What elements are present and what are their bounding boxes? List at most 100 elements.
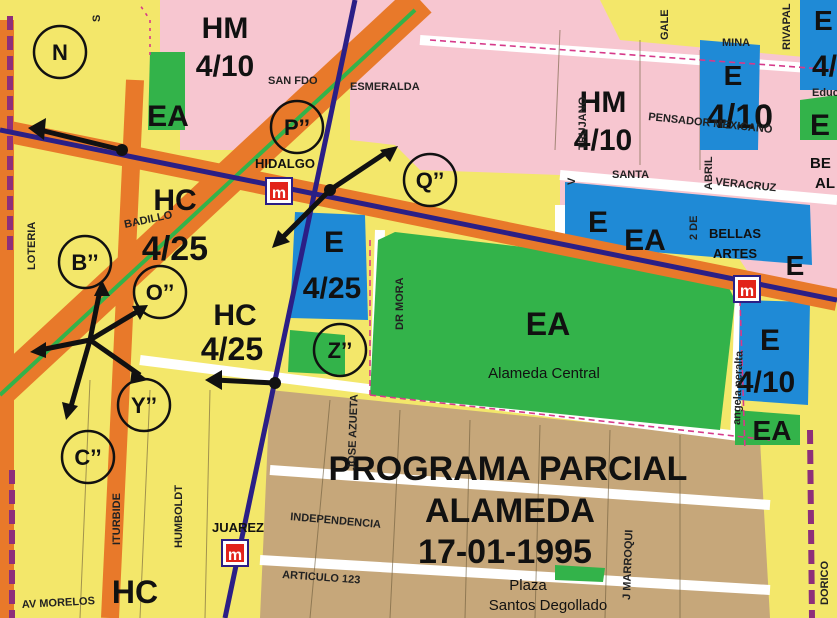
zone-e-top-code: E	[724, 60, 743, 91]
station-hidalgo-label: HIDALGO	[255, 156, 315, 171]
metro-station-hidalgo[interactable]: m	[265, 177, 293, 205]
marker-q[interactable]	[402, 152, 458, 208]
station-bellas-line2: ARTES	[713, 246, 757, 261]
marker-q-label: Q’’	[416, 168, 445, 193]
zone-e-right-density: 4/10	[737, 366, 795, 399]
zone-ea-top-block	[148, 52, 185, 130]
zone-hm-top-code: HM	[202, 12, 249, 45]
street-abril: ABRIL	[703, 156, 715, 190]
zone-e-center-code: E	[324, 226, 344, 259]
zone-ea-right-block	[735, 410, 800, 445]
zone-e-right-frag: E	[810, 109, 830, 142]
zone-hm-top-density: 4/10	[196, 50, 254, 83]
zone-e-right-code: E	[760, 324, 780, 357]
street-santa: SANTA	[612, 169, 649, 181]
zone-ea-right: EA	[753, 415, 792, 446]
zone-e-top-frag: 4/2	[812, 50, 837, 83]
zone-hc-left-density: 4/25	[142, 230, 208, 268]
zone-e-bellas-block	[565, 182, 812, 265]
station-bellas-line1: BELLAS	[709, 226, 761, 241]
street-azueta: JOSE AZUETA	[346, 394, 361, 470]
street-dos-de: 2 DE	[688, 216, 700, 240]
marker-n[interactable]	[32, 24, 88, 80]
zone-e-top-density: 4/10	[707, 98, 773, 136]
plaza-label-line1: Plaza	[509, 577, 547, 594]
zone-e-bellas-left: E	[588, 206, 608, 239]
zone-hc-left-code: HC	[153, 184, 196, 217]
street-iturbide: ITURBIDE	[111, 493, 123, 545]
zone-be-frag: BE	[810, 155, 831, 172]
boundary-dots	[139, 4, 837, 451]
marker-y-label: Y’’	[131, 393, 157, 418]
marker-b-label: B’’	[71, 250, 98, 275]
flow-arrows	[39, 127, 392, 411]
zone-hc-center-density: 4/25	[201, 331, 263, 367]
zone-e-top-frag2: E	[814, 5, 833, 36]
zone-ea-top: EA	[147, 100, 189, 133]
zone-hc-bottom: HC	[112, 574, 158, 610]
zone-hm-right-density: 4/10	[574, 124, 632, 157]
metro-station-bellas-artes[interactable]: m	[733, 275, 761, 303]
marker-o-label: O’’	[146, 280, 175, 305]
zone-hm-top-area	[160, 0, 350, 150]
marker-p[interactable]	[269, 99, 325, 155]
marker-z-label: Z’’	[328, 338, 353, 363]
zone-e-bellas-right: E	[786, 250, 805, 281]
metro-icon: m	[272, 185, 286, 202]
zone-e-center-density: 4/25	[303, 272, 361, 305]
zone-z-block	[288, 330, 345, 375]
street-galeana: GALE	[659, 9, 671, 40]
zone-e-top-block	[700, 40, 760, 150]
metro-icon: m	[740, 283, 754, 300]
zone-e-right-block	[738, 300, 810, 405]
marker-z[interactable]	[312, 322, 368, 378]
street-v: V	[566, 177, 578, 185]
metro-icon: m	[228, 547, 242, 564]
street-dr-mora: DR MORA	[394, 277, 406, 330]
zone-ea-park: EA	[526, 306, 570, 342]
program-title-line3: 17-01-1995	[418, 533, 592, 571]
plaza-label-line2: Santos Degollado	[489, 597, 607, 614]
street-s-top: S	[91, 15, 103, 22]
street-san-fdo: SAN FDO	[268, 75, 318, 87]
street-mina: MINA	[722, 37, 750, 49]
marker-p-label: P’’	[284, 115, 310, 140]
arrow-heads	[28, 118, 398, 420]
street-humboldt: HUMBOLDT	[173, 485, 185, 548]
marker-b[interactable]	[57, 234, 113, 290]
street-esmeralda: ESMERALDA	[350, 81, 420, 93]
street-angela-peralta: angela peralta	[731, 350, 746, 425]
marker-circles	[32, 24, 458, 485]
marker-o[interactable]	[132, 264, 188, 320]
marker-c[interactable]	[60, 429, 116, 485]
alameda-central-label: Alameda Central	[488, 365, 600, 382]
block-lines	[79, 29, 701, 618]
street-av-morelos: AV MORELOS	[22, 595, 96, 611]
zone-hm-right-code: HM	[580, 86, 627, 119]
marker-c-label: C’’	[74, 445, 101, 470]
zone-ea-bellas: EA	[624, 224, 666, 257]
zone-al-frag: AL	[815, 175, 835, 192]
street-rivapalacio: RIVAPAL	[781, 3, 793, 50]
zone-hc-center-code: HC	[213, 299, 256, 332]
street-marroqui: J MARROQUI	[621, 529, 635, 600]
station-juarez-label: JUAREZ	[212, 520, 264, 535]
marker-y[interactable]	[116, 377, 172, 433]
street-trujano: TRUJANO	[577, 96, 589, 150]
road-median	[0, 8, 417, 397]
zone-programa-parcial-area	[260, 390, 770, 618]
metro-station-juarez[interactable]: m	[221, 539, 249, 567]
zone-alameda-park	[370, 232, 735, 430]
zone-plaza-green	[555, 565, 605, 582]
zone-e-center-block	[290, 212, 368, 320]
zone-ea-right-frag	[800, 95, 837, 140]
program-title-line1: PROGRAMA PARCIAL	[329, 450, 688, 488]
street-articulo-123: ARTICULO 123	[282, 569, 361, 586]
program-title-line2: ALAMEDA	[425, 492, 595, 530]
zone-educa-frag: Educa	[812, 87, 837, 99]
street-dorico: DORICO	[819, 561, 831, 605]
street-loteria: LOTERIA	[26, 222, 38, 270]
